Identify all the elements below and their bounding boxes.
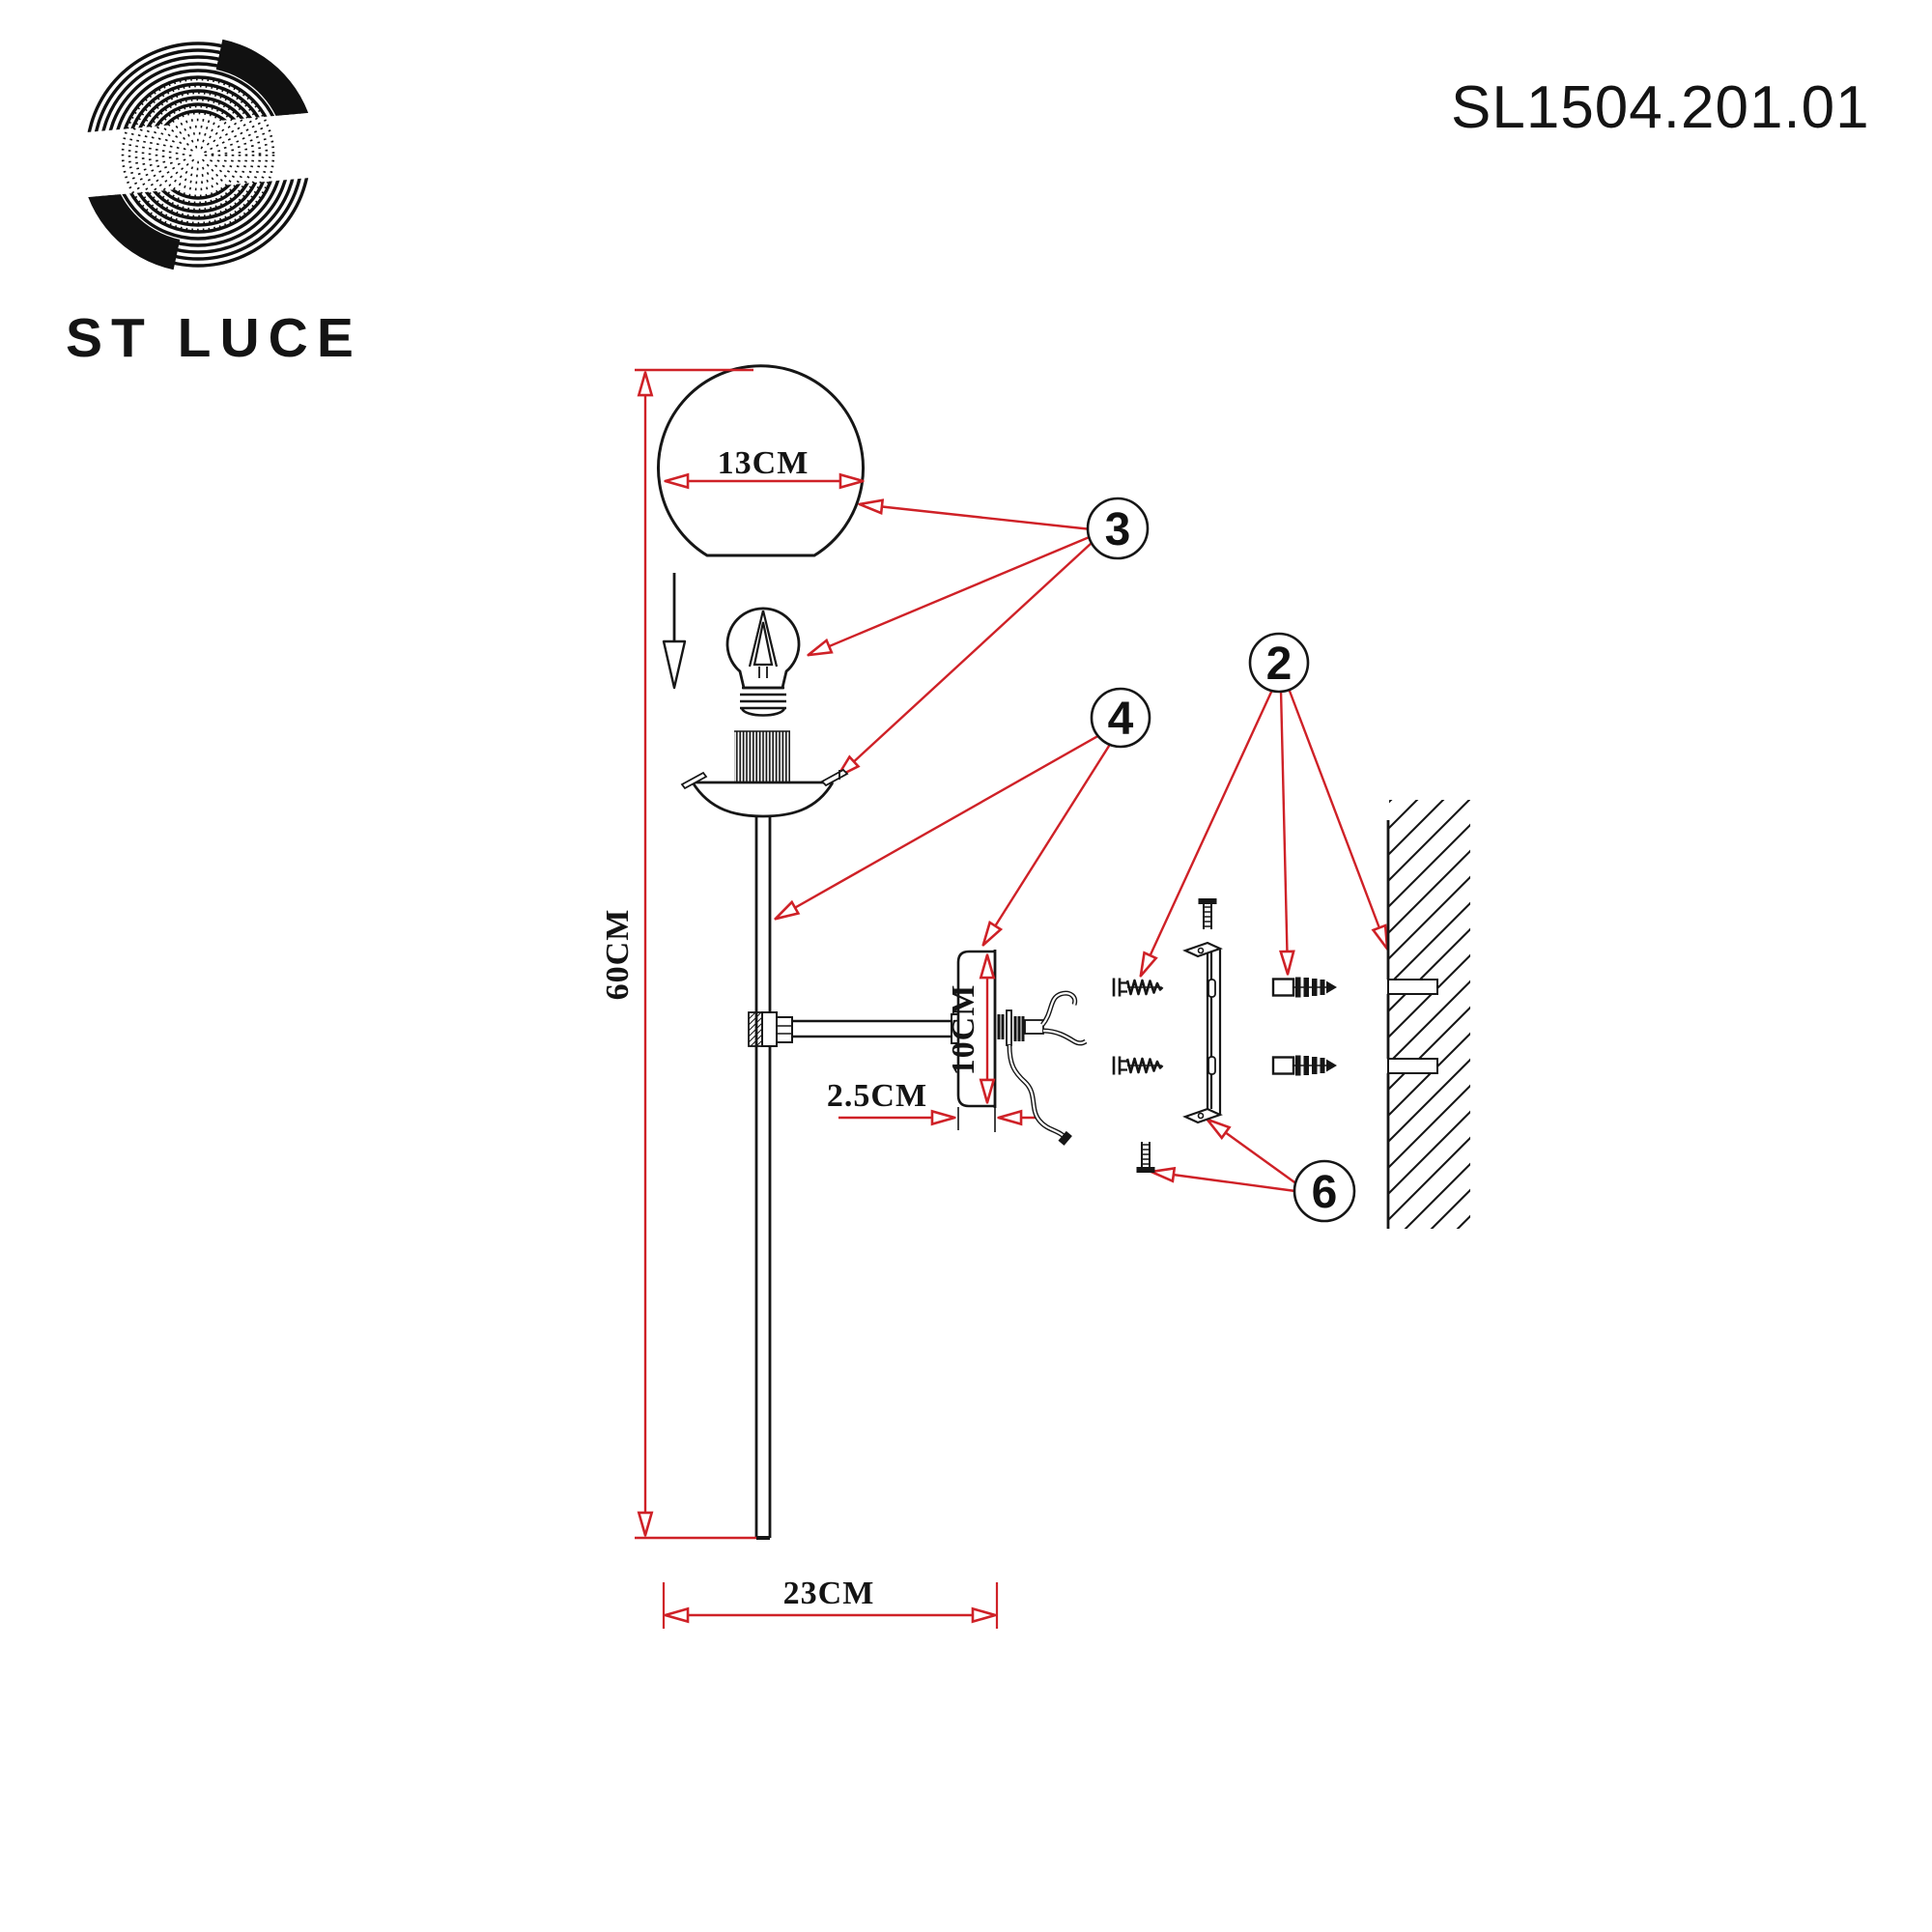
callout-stem: 4: [1090, 687, 1151, 749]
dimension-shade-diameter: 13CM: [666, 445, 863, 481]
callout-shade: 3: [1086, 497, 1150, 560]
mounting-screw-top: [1112, 977, 1164, 998]
leader-fixings-to-screw: [1141, 687, 1275, 976]
callout-wall-fixings-number: 2: [1266, 639, 1293, 690]
dimension-canopy-depth-label: 2.5CM: [827, 1078, 927, 1114]
leader-shade-to-cup: [838, 542, 1093, 777]
terminal-and-wires: [997, 990, 1088, 1146]
leader-fixings-to-anchor: [1281, 689, 1288, 974]
stem-rod: [754, 816, 772, 1540]
leader-stem-to-canopy: [983, 742, 1113, 945]
dimension-projection: 23CM: [662, 1576, 999, 1629]
dimension-fixture-height-label: 60CM: [600, 909, 636, 1001]
callout-bracket-screws: 6: [1293, 1159, 1356, 1223]
wall-section: [1386, 800, 1470, 1229]
leader-lines: [776, 504, 1387, 1193]
glass-shade: [657, 364, 865, 557]
wall-anchor-top: [1271, 976, 1339, 999]
leader-shade-to-bulb: [809, 534, 1093, 655]
wall-hole-top: [1387, 979, 1438, 995]
wire-long: [1007, 1044, 1072, 1146]
dimension-shade-diameter-label: 13CM: [718, 445, 810, 481]
leader-screws-to-bracket: [1208, 1120, 1298, 1185]
product-code: SL1504.201.01: [1451, 74, 1870, 141]
wire-middle: [1042, 1028, 1088, 1046]
leader-stem-to-rod: [776, 732, 1102, 919]
socket-ribs: [734, 730, 790, 782]
cup-clip-right: [820, 768, 849, 787]
cup-clip-left: [680, 771, 708, 790]
brand-wordmark: ST LUCE: [66, 307, 362, 369]
wall-hole-bottom: [1387, 1058, 1438, 1074]
wall-anchor-bottom: [1271, 1054, 1339, 1077]
logo-dotted-rings: [121, 77, 275, 232]
mounting-bracket: [1182, 941, 1223, 1124]
callout-stem-number: 4: [1108, 694, 1134, 745]
shade-holder-cup: [680, 768, 849, 818]
dimension-canopy-depth: 2.5CM: [827, 1078, 1036, 1118]
dimension-canopy-height: 10CM: [946, 955, 987, 1102]
rod-clamp: [748, 1011, 793, 1047]
wire-top: [1039, 990, 1078, 1027]
callout-shade-number: 3: [1105, 504, 1131, 555]
logo-solid-rings: [81, 39, 315, 270]
dimension-projection-label: 23CM: [783, 1576, 875, 1611]
leader-shade-to-globe: [860, 504, 1093, 531]
callout-wall-fixings: 2: [1248, 632, 1310, 694]
mounting-screw-bottom: [1112, 1055, 1164, 1076]
dimension-fixture-height: 60CM: [600, 368, 756, 1540]
stluce-logo: [81, 39, 315, 270]
bracket-machine-screw-top: [1197, 897, 1218, 930]
light-bulb: [725, 607, 801, 717]
horizontal-arm: [792, 1013, 960, 1044]
leader-fixings-to-wall: [1286, 685, 1387, 949]
bracket-machine-screw-bottom: [1135, 1141, 1156, 1174]
insert-direction-arrow: [662, 573, 687, 690]
callout-bracket-screws-number: 6: [1312, 1167, 1338, 1218]
leader-screws-to-screw: [1151, 1172, 1296, 1193]
dimension-canopy-height-label: 10CM: [946, 984, 981, 1076]
